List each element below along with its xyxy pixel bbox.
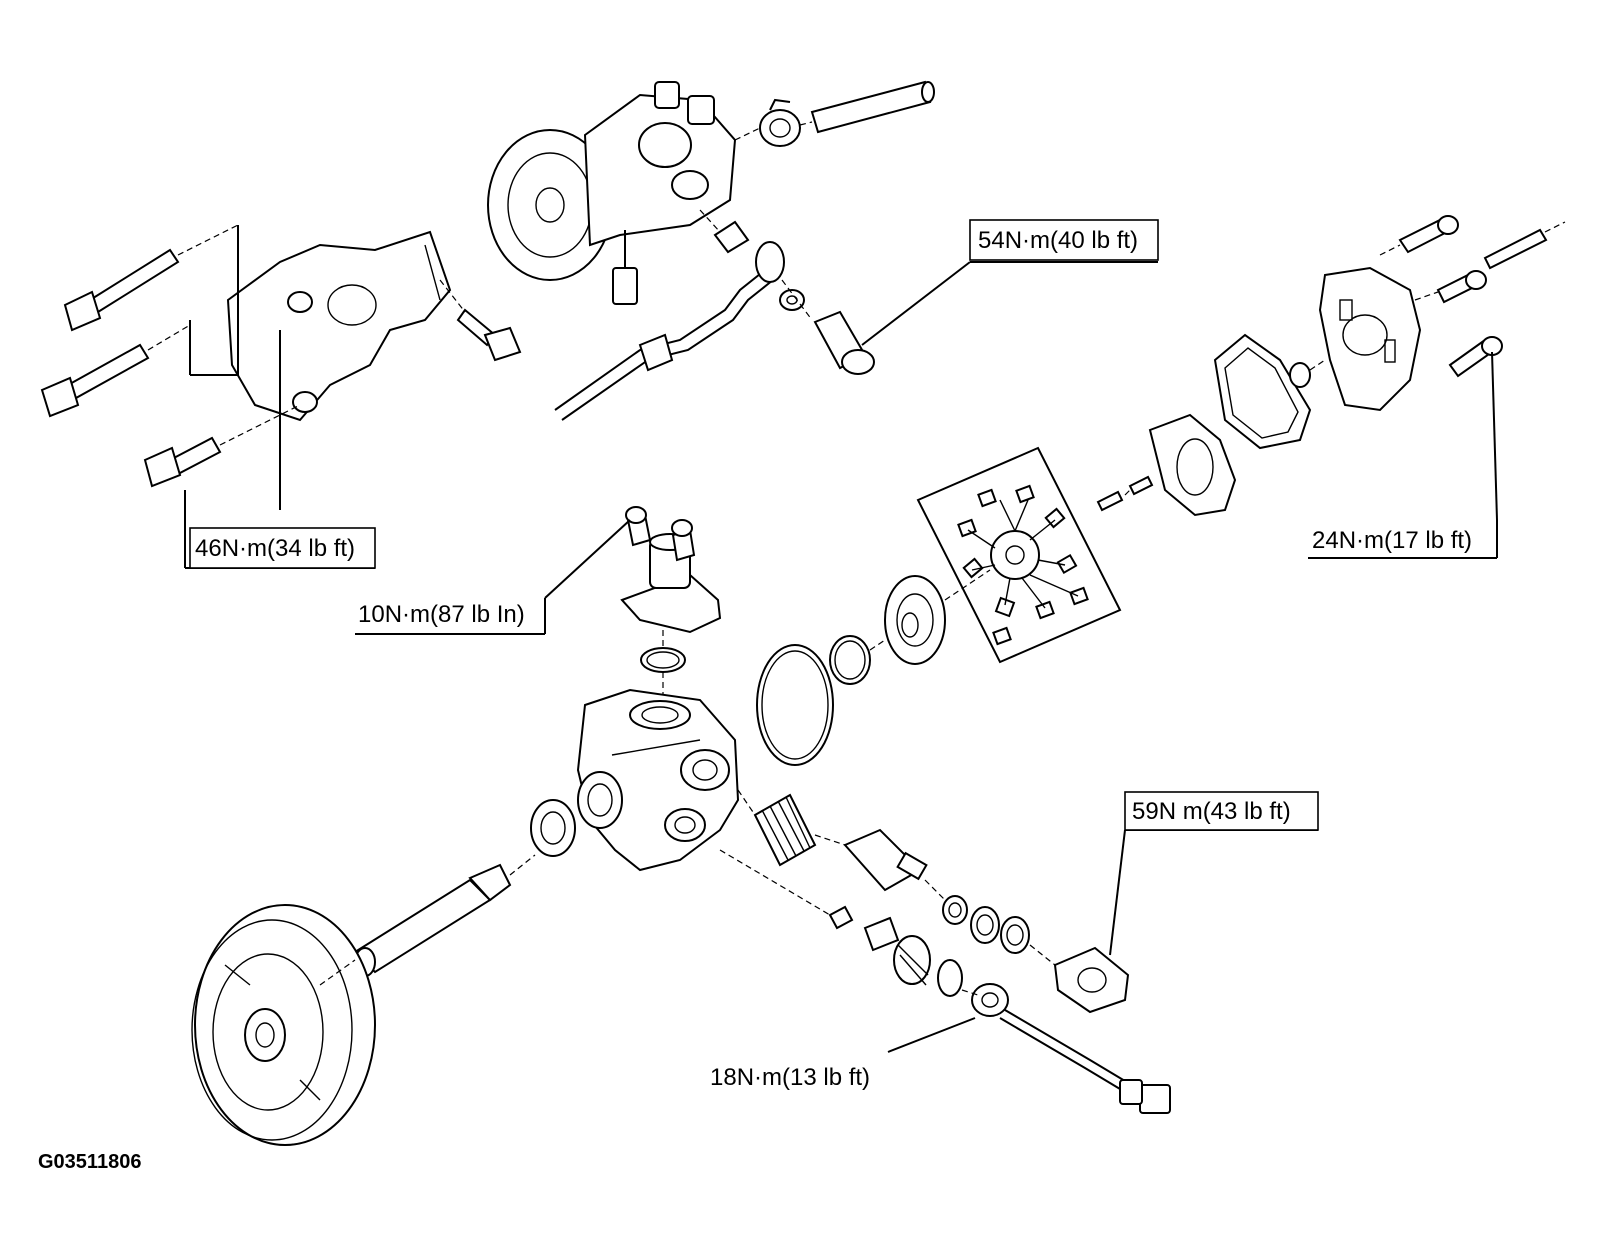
callout-54: 54N·m(40 lb ft) [861, 219, 1159, 346]
rear-cover [1318, 266, 1422, 412]
torque-label-54: 54N·m(40 lb ft) [978, 227, 1138, 254]
cover-gasket [1213, 333, 1312, 450]
bracket-bolt-3 [143, 436, 222, 488]
lower-o-ring [937, 959, 963, 997]
fitting-bolt-1 [625, 506, 652, 547]
pulley [191, 904, 376, 1146]
cover-bolt-3 [1436, 270, 1487, 304]
fitting-o-ring [640, 647, 686, 673]
bracket-bolt-4 [456, 308, 522, 362]
o-ring-large [756, 644, 834, 766]
callout-46: 46N·m(34 lb ft) [184, 490, 376, 569]
washer-2 [970, 906, 1000, 944]
rotor-vane-panel [916, 446, 1122, 664]
bracket-bolt-2 [40, 343, 150, 418]
suction-hose [810, 80, 935, 134]
relief-plug [1053, 946, 1130, 1014]
copper-washer [779, 289, 805, 311]
cover-bolt-4 [1448, 336, 1503, 378]
dowel-pins [1096, 475, 1154, 512]
cover-bolt-2 [1483, 228, 1548, 270]
suction-fitting [620, 533, 722, 634]
callout-10: 10N·m(87 lb In) [355, 519, 631, 635]
torque-label-10: 10N·m(87 lb In) [358, 601, 525, 628]
flow-control-valve [843, 828, 928, 892]
o-ring-small [829, 635, 871, 685]
drive-shaft [353, 863, 512, 977]
pressure-pipe [554, 241, 785, 421]
hose-clamp [759, 98, 801, 147]
pressure-switch [971, 983, 1171, 1114]
callout-59: 59N m(43 lb ft) [1109, 791, 1319, 956]
flow-control-spring [753, 793, 817, 867]
valve-sleeve [863, 916, 900, 952]
bracket-bolt-1 [63, 248, 180, 332]
union-bolt [813, 310, 875, 375]
torque-label-24: 24N·m(17 lb ft) [1312, 527, 1472, 554]
washer-3 [1000, 916, 1030, 954]
callout-18: 18N·m(13 lb ft) [710, 1017, 976, 1091]
torque-label-18: 18N·m(13 lb ft) [710, 1064, 870, 1091]
torque-label-59: 59N m(43 lb ft) [1132, 798, 1291, 825]
fitting-bolt-2 [671, 519, 696, 562]
cover-bolt-1 [1398, 215, 1459, 254]
pump-bracket [189, 225, 452, 510]
figure-code: G03511806 [38, 1151, 141, 1173]
torque-label-46: 46N·m(34 lb ft) [195, 535, 355, 562]
gasket-small [713, 220, 750, 254]
lower-spring [893, 935, 931, 986]
assembled-pump [487, 81, 737, 305]
washer-1 [942, 895, 968, 925]
cover-o-ring [1289, 362, 1311, 388]
oil-seal [530, 799, 576, 857]
valve-pin [828, 905, 854, 930]
cam-ring [1148, 413, 1237, 517]
pressure-plate [884, 575, 946, 665]
callout-24: 24N·m(17 lb ft) [1308, 351, 1498, 559]
pump-body [576, 688, 740, 872]
